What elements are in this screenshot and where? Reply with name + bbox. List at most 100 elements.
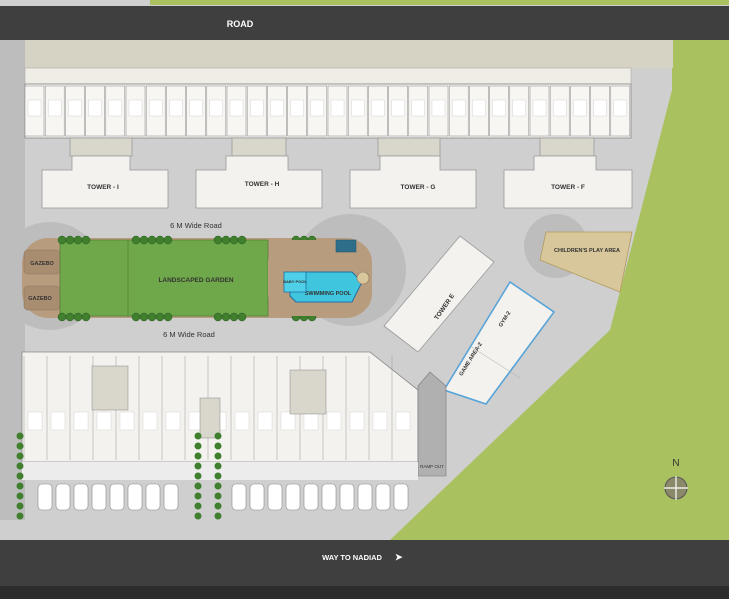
ramp	[417, 371, 447, 477]
tree-icon	[237, 235, 247, 245]
lawn-area	[390, 40, 729, 540]
shop-unit-label-box	[532, 99, 547, 117]
hedge-icon	[16, 512, 24, 520]
hedge-icon	[194, 472, 202, 480]
tree-icon	[163, 312, 173, 322]
tree-icon	[229, 312, 239, 322]
shop-unit-label-box	[371, 99, 385, 117]
ramp-label: RAMP OUT	[420, 464, 444, 469]
tower-i[interactable]: TOWER - I	[41, 155, 169, 209]
tree-icon	[81, 235, 91, 245]
hedge-icon	[16, 432, 24, 440]
shop-unit-label-box	[351, 99, 365, 117]
shop-unit-label-box	[68, 99, 82, 117]
shop-unit-label-box	[48, 99, 62, 117]
tower-f-label: TOWER - F	[551, 184, 585, 191]
top-shop-canopy	[24, 67, 632, 85]
bottom-shop-units	[23, 356, 411, 460]
shop-unit-label-box	[593, 99, 607, 117]
shop-unit-label-box	[330, 99, 345, 117]
road-label-lower: 6 M Wide Road	[163, 330, 215, 339]
hedge-icon	[16, 452, 24, 460]
bottom-road-label: WAY TO NADIAD	[322, 553, 382, 562]
car-icon	[357, 483, 373, 511]
hedge-icon	[214, 512, 222, 520]
hedge-icon	[194, 442, 202, 450]
hedge-icon	[16, 472, 24, 480]
shop-unit-label-box	[573, 99, 587, 117]
hedge-icon	[16, 462, 24, 470]
shop-unit-label-box	[149, 99, 163, 117]
hedge-icon	[194, 482, 202, 490]
car-icon	[91, 483, 107, 511]
gazebo-top-label: GAZEBO	[30, 261, 54, 267]
swimming-pool[interactable]	[289, 271, 363, 303]
bottom-road-edge	[0, 586, 729, 599]
childrens-play-area[interactable]	[539, 231, 633, 293]
shop-unit-label-box	[431, 99, 446, 117]
shop-unit-label-box	[326, 411, 342, 431]
north-label: N	[672, 458, 679, 469]
tower-f[interactable]: TOWER - F	[503, 155, 633, 209]
car-icon	[267, 483, 283, 511]
hedge-icon	[214, 472, 222, 480]
play-area-label: CHILDREN'S PLAY AREA	[554, 248, 620, 254]
lawn-strip-top	[150, 0, 729, 5]
hedge-icon	[16, 442, 24, 450]
shop-unit-label-box	[372, 411, 388, 431]
car-icon	[321, 483, 337, 511]
tower-cores	[69, 137, 595, 157]
tree-icon	[213, 235, 223, 245]
tree-icon	[229, 235, 239, 245]
gym-block[interactable]: GYM-2 GAME AREA-2	[442, 280, 556, 405]
road-label-upper: 6 M Wide Road	[170, 221, 222, 230]
shop-unit-label-box	[280, 411, 296, 431]
shop-unit-label-box	[234, 411, 250, 431]
north-compass: N	[664, 458, 688, 500]
shop-unit-label-box	[128, 99, 143, 117]
tree-icon	[73, 235, 83, 245]
tower-g[interactable]: TOWER - G	[349, 155, 477, 209]
tower-i-label: TOWER - I	[87, 184, 119, 191]
parking-aisle	[22, 462, 418, 480]
jacuzzi	[356, 271, 370, 285]
shop-unit-label-box	[349, 411, 365, 431]
tree-icon	[57, 312, 67, 322]
tree-icon	[155, 312, 165, 322]
tower-h-label: TOWER - H	[245, 181, 280, 188]
landscaped-garden[interactable]	[59, 239, 269, 317]
shop-unit-label-box	[411, 99, 425, 117]
shop-unit-label-box	[189, 99, 203, 117]
parking-cars	[37, 483, 409, 511]
tree-icon	[131, 235, 141, 245]
tree-icon	[81, 312, 91, 322]
tree-icon	[65, 235, 75, 245]
tree-icon	[221, 235, 231, 245]
shop-unit-label-box	[108, 99, 122, 117]
shop-unit-label-box	[257, 411, 273, 431]
tower-h[interactable]: TOWER - H	[195, 155, 323, 209]
tree-icon	[155, 235, 165, 245]
shop-unit-label-box	[142, 411, 158, 431]
shop-unit-label-box	[88, 99, 102, 117]
shop-unit-label-box	[96, 411, 112, 431]
car-icon	[285, 483, 301, 511]
baby-pool[interactable]	[283, 271, 307, 293]
pool-changing-room	[335, 239, 357, 253]
gazebo-bottom-label: GAZEBO	[28, 296, 52, 302]
hedge-icon	[214, 502, 222, 510]
swimming-pool-label: SWIMMING POOL	[305, 291, 352, 297]
car-icon	[393, 483, 409, 511]
hedge-icon	[194, 502, 202, 510]
tree-row-bottom	[57, 312, 317, 322]
shop-unit-label-box	[250, 99, 264, 117]
tree-icon	[147, 312, 157, 322]
shop-unit-label-box	[73, 411, 89, 431]
hedge-icon	[214, 462, 222, 470]
bottom-core-1	[91, 365, 129, 411]
tree-icon	[147, 235, 157, 245]
hedge-icon	[194, 492, 202, 500]
tower-g-label: TOWER - G	[401, 184, 436, 191]
tree-icon	[139, 312, 149, 322]
